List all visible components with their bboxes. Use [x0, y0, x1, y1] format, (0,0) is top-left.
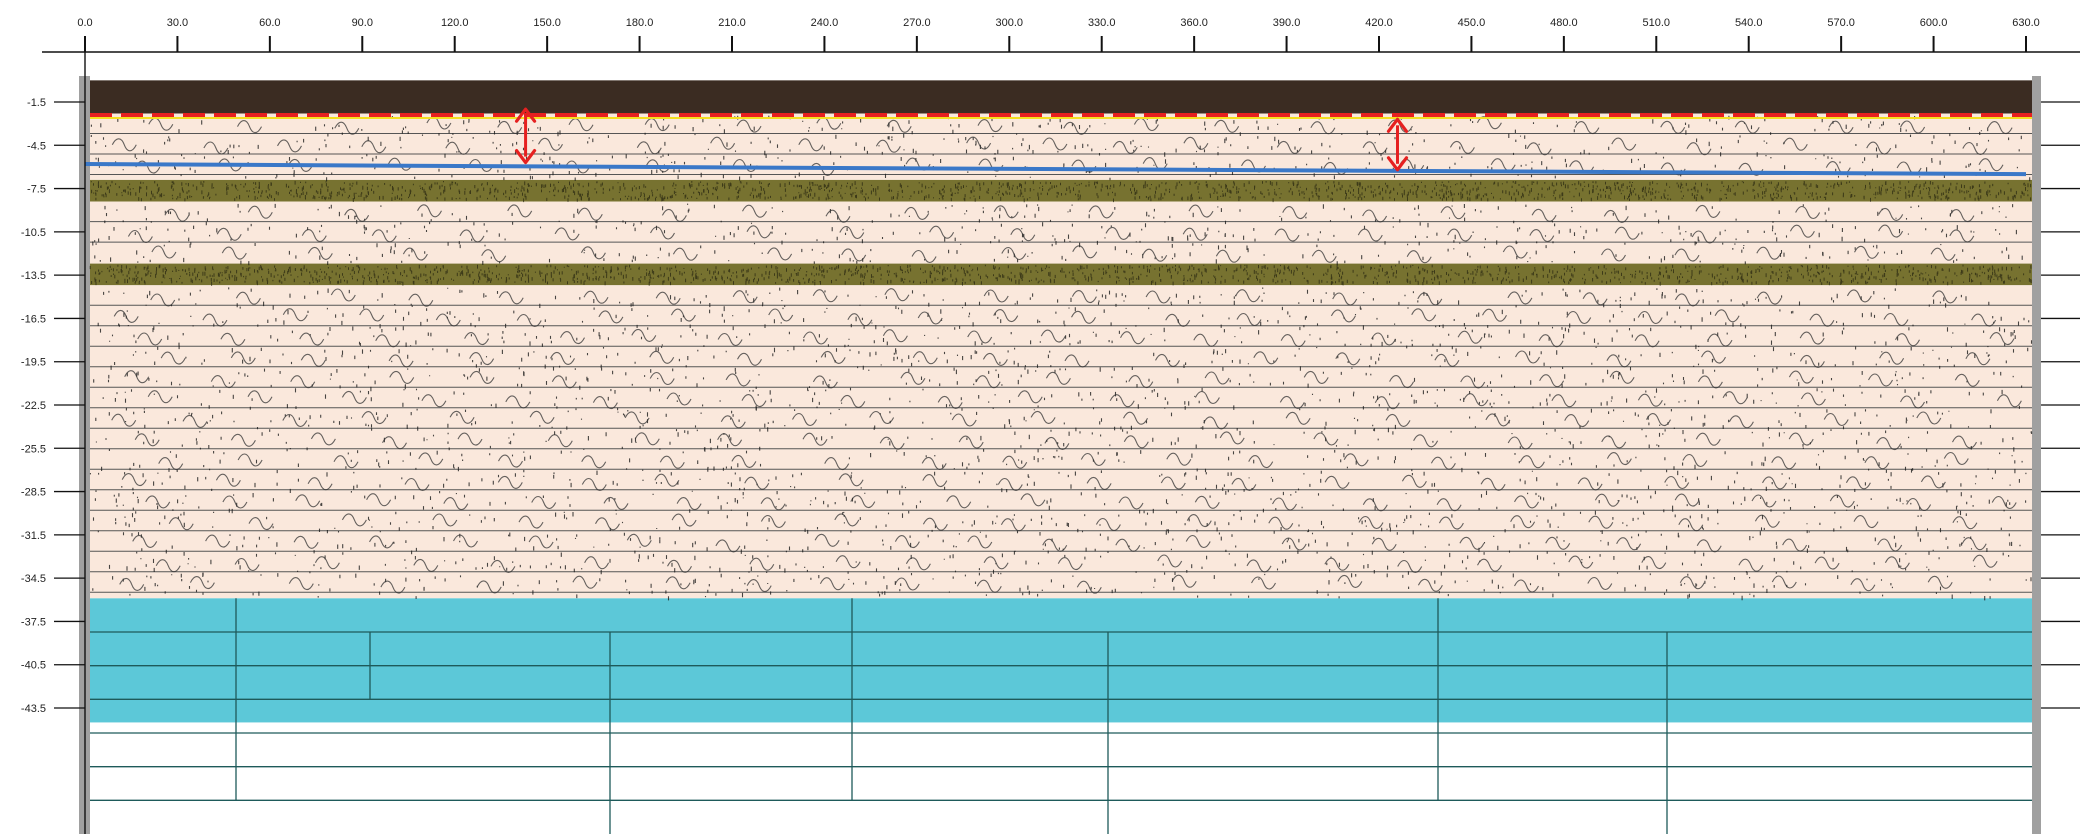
x-tick-label: 330.0: [1088, 17, 1116, 29]
arrow-head-top: [1386, 117, 1409, 133]
x-tick-label: 150.0: [533, 17, 561, 29]
y-tick-label: -4.5: [27, 140, 46, 152]
arrow-head-bottom: [514, 149, 537, 165]
overlay-features: [84, 107, 2032, 177]
x-tick-label: 600.0: [1920, 17, 1948, 29]
sand-dots: [89, 287, 2033, 601]
x-tick-label: 90.0: [352, 17, 373, 29]
x-tick-label: 540.0: [1735, 17, 1763, 29]
y-tick-label: -28.5: [21, 487, 46, 499]
x-tick-label: 390.0: [1273, 17, 1301, 29]
y-tick-label: -1.5: [27, 97, 46, 109]
y-tick-label: -43.5: [21, 703, 46, 715]
olive-band-speckle: [89, 264, 2032, 286]
x-tick-label: 30.0: [167, 17, 188, 29]
x-tick-label: 450.0: [1458, 17, 1486, 29]
y-tick-label: -22.5: [21, 400, 46, 412]
layer-olive-band-2: [90, 263, 2032, 286]
x-tick-label: 300.0: [996, 17, 1024, 29]
sand-dots: [92, 203, 2023, 266]
y-tick-label: -25.5: [21, 443, 46, 455]
layer-silty-sand-lower: [90, 285, 2032, 599]
y-tick-label: -16.5: [21, 313, 46, 325]
x-tick-label: 480.0: [1550, 17, 1578, 29]
x-tick-label: 570.0: [1827, 17, 1855, 29]
right-frame-bar: [2032, 76, 2041, 834]
x-tick-label: 630.0: [2012, 17, 2040, 29]
soil-layers: [79, 76, 2041, 834]
x-tick-label: 360.0: [1180, 17, 1208, 29]
sand-bedding-lines: [90, 304, 2032, 593]
axes: 0.0 30.0 60.0 90.0 120.0 150.0 180.0 210.0 240.0…: [21, 17, 2080, 834]
y-tick-label: -7.5: [27, 184, 46, 196]
x-tick-label: 510.0: [1643, 17, 1671, 29]
double-arrow-1: [514, 107, 537, 165]
arrow-head-bottom: [1386, 156, 1409, 172]
y-tick-label: -19.5: [21, 357, 46, 369]
x-tick-label: 0.0: [77, 17, 92, 29]
y-tick-label: -31.5: [21, 530, 46, 542]
double-arrow-2: [1386, 117, 1409, 172]
y-tick-label: -13.5: [21, 270, 46, 282]
sand-bedding-lines: [90, 133, 2032, 175]
x-tick-label: 240.0: [811, 17, 839, 29]
x-tick-label: 270.0: [903, 17, 931, 29]
blue-reference-line: [84, 162, 2027, 177]
y-tick-label: -10.5: [21, 227, 46, 239]
x-tick-label: 120.0: [441, 17, 469, 29]
layer-bedrock: [90, 598, 2032, 723]
x-tick-label: 60.0: [259, 17, 280, 29]
olive-band-speckle: [90, 180, 2032, 203]
sand-squiggles: [111, 288, 2022, 594]
y-tick-label: -34.5: [21, 573, 46, 585]
layer-silty-sand-middle: [90, 201, 2032, 264]
bedrock-joints: [90, 598, 2032, 834]
x-tick-label: 420.0: [1365, 17, 1393, 29]
sand-squiggles: [127, 204, 1975, 264]
y-tick-label: -40.5: [21, 660, 46, 672]
x-tick-label: 210.0: [718, 17, 746, 29]
layer-top-dark-fill: [90, 80, 2032, 114]
sand-texture: [89, 115, 2033, 834]
arrow-head-top: [514, 107, 537, 123]
x-tick-label: 180.0: [626, 17, 654, 29]
layer-olive-band-1: [90, 179, 2032, 202]
y-tick-label: -37.5: [21, 616, 46, 628]
